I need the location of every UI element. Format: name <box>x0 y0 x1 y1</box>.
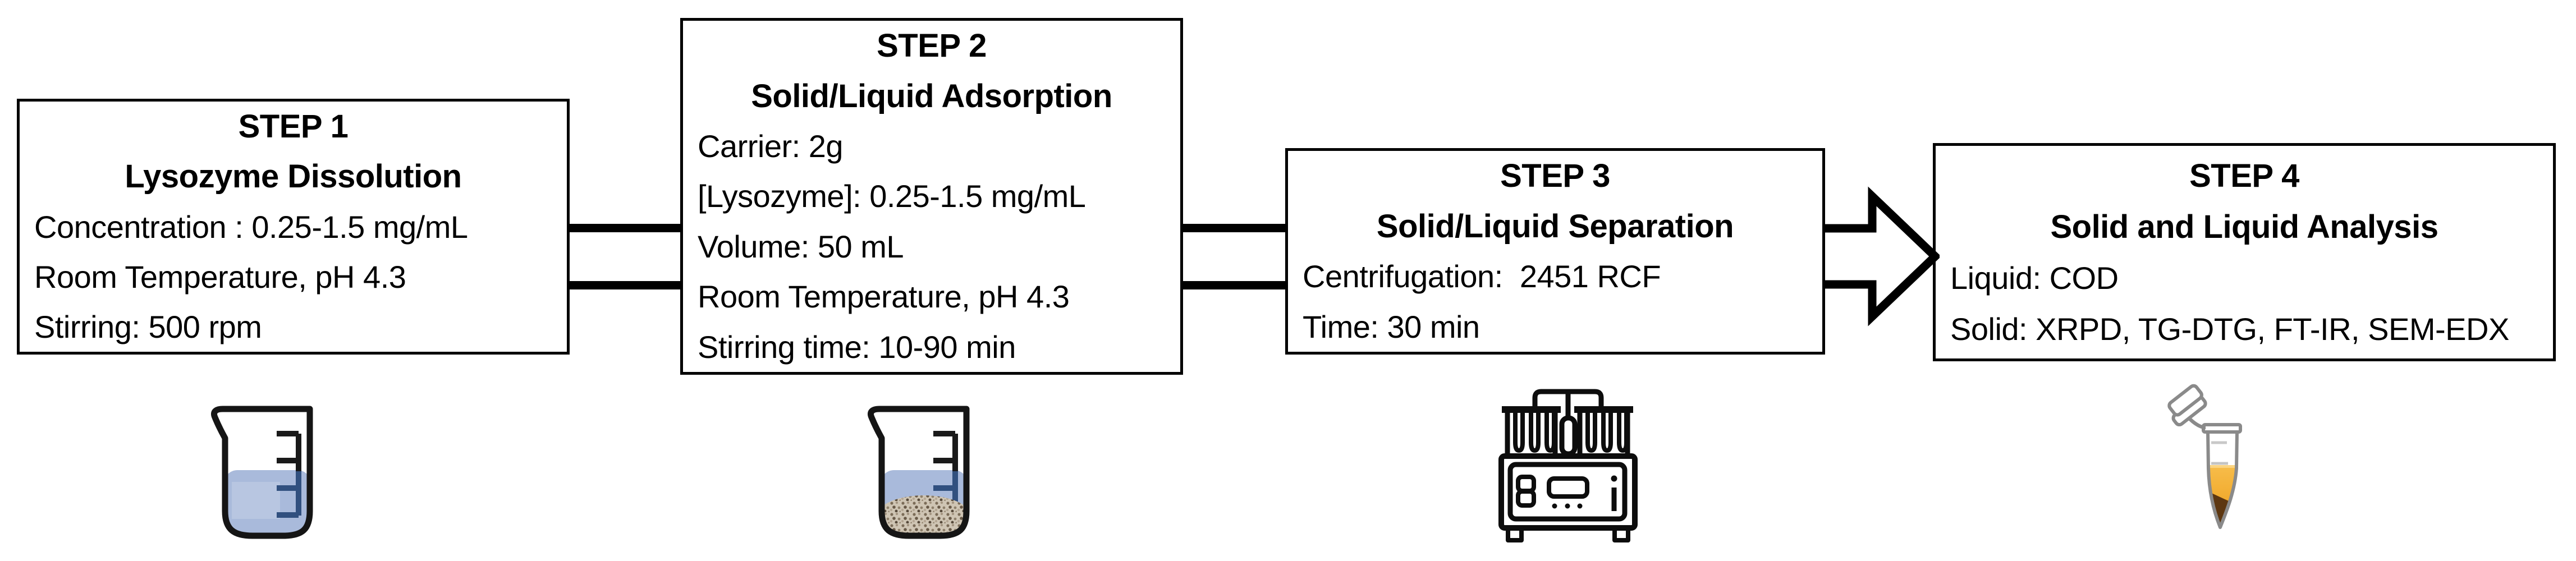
step-3-title: STEP 3 <box>1500 158 1610 195</box>
step-3-subtitle: Solid/Liquid Separation <box>1376 208 1734 245</box>
step-4-subtitle: Solid and Liquid Analysis <box>2050 208 2439 245</box>
connector-3-4-arrow-icon <box>1824 186 1940 327</box>
connector-1-2-bottom-bar <box>568 281 682 289</box>
step-2-line-stirring-time: Stirring time: 10-90 min <box>698 329 1016 365</box>
centrifuge-icon <box>1498 389 1638 542</box>
connector-2-3-bottom-bar <box>1181 281 1287 289</box>
step-3-line-centrifugation: Centrifugation: 2451 RCF <box>1303 259 1661 295</box>
connector-2-3-top-bar <box>1181 224 1287 232</box>
step-1-subtitle: Lysozyme Dissolution <box>125 158 462 195</box>
step-2-line-volume: Volume: 50 mL <box>698 228 904 264</box>
step-4-line-liquid-analysis: Liquid: COD <box>1950 260 2119 296</box>
step-2-box: STEP 2 Solid/Liquid Adsorption Carrier: … <box>680 18 1183 375</box>
microcentrifuge-tube-icon <box>2167 384 2242 529</box>
step-1-line-stirring: Stirring: 500 rpm <box>34 309 262 344</box>
step-2-subtitle: Solid/Liquid Adsorption <box>751 77 1112 114</box>
step-2-line-temperature-ph: Room Temperature, pH 4.3 <box>698 279 1070 315</box>
step-1-line-temperature-ph: Room Temperature, pH 4.3 <box>34 259 406 295</box>
step-4-box: STEP 4 Solid and Liquid Analysis Liquid:… <box>1933 143 2556 361</box>
connector-1-2-top-bar <box>568 224 682 232</box>
step-2-line-carrier: Carrier: 2g <box>698 128 844 164</box>
step-4-line-solid-analysis: Solid: XRPD, TG-DTG, FT-IR, SEM-EDX <box>1950 311 2509 347</box>
step-2-line-lysozyme: [Lysozyme]: 0.25-1.5 mg/mL <box>698 178 1086 214</box>
step-2-title: STEP 2 <box>877 27 987 65</box>
step-3-box: STEP 3 Solid/Liquid Separation Centrifug… <box>1285 148 1825 355</box>
step-4-title: STEP 4 <box>2189 157 2299 194</box>
beaker-carrier-suspension-icon <box>868 406 970 539</box>
step-3-line-time: Time: 30 min <box>1303 309 1480 344</box>
step-1-line-concentration: Concentration : 0.25-1.5 mg/mL <box>34 209 468 245</box>
step-1-title: STEP 1 <box>238 108 349 145</box>
step-1-box: STEP 1 Lysozyme Dissolution Concentratio… <box>17 99 570 355</box>
beaker-blue-liquid-icon <box>211 406 313 539</box>
